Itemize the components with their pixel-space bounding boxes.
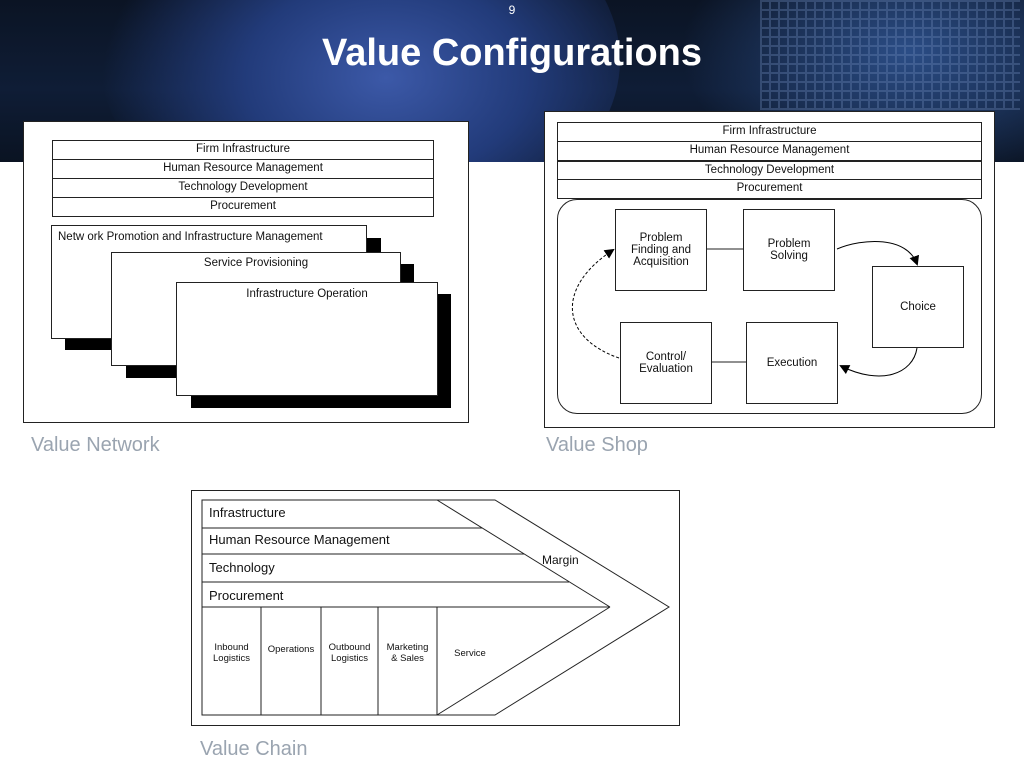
vs-cycle-arrows bbox=[572, 241, 920, 377]
vs-activity-area bbox=[557, 199, 982, 414]
vs-support-row: Procurement bbox=[557, 179, 982, 199]
vc-chevron-outline bbox=[201, 499, 670, 716]
value-network-caption: Value Network bbox=[31, 434, 160, 456]
vn-layer-label: Infrastructure Operation bbox=[246, 288, 368, 300]
vn-layer-label: Service Provisioning bbox=[203, 257, 309, 269]
vc-support-row: Infrastructure bbox=[209, 505, 286, 520]
vs-arrow-control-to-finding bbox=[572, 248, 620, 359]
vn-support-row: Human Resource Management bbox=[52, 159, 434, 179]
vn-support-row: Firm Infrastructure bbox=[52, 140, 434, 160]
slide-title: Value Configurations bbox=[321, 32, 703, 74]
vn-layer-infrastructure-operation: Infrastructure Operation bbox=[176, 282, 438, 396]
vn-support-row: Technology Development bbox=[52, 178, 434, 198]
value-shop-caption: Value Shop bbox=[546, 434, 648, 456]
vs-execution: Execution bbox=[746, 322, 838, 404]
value-shop-panel: Firm Infrastructure Human Resource Manag… bbox=[544, 111, 995, 428]
vc-margin-line-bottom bbox=[436, 606, 611, 716]
vc-support-row: Procurement bbox=[209, 588, 284, 603]
vs-support-row: Human Resource Management bbox=[557, 141, 982, 161]
value-chain-caption: Value Chain bbox=[200, 738, 308, 760]
vc-primary-service: Service bbox=[454, 647, 486, 659]
vc-margin-label: Margin bbox=[542, 553, 579, 567]
value-chain-panel: Infrastructure Human Resource Management… bbox=[191, 490, 680, 726]
vc-primary-operations: Operations bbox=[267, 643, 315, 655]
vs-choice: Choice bbox=[872, 266, 964, 348]
value-network-panel: Firm Infrastructure Human Resource Manag… bbox=[23, 121, 469, 423]
circuit-graphic bbox=[760, 0, 1020, 110]
vs-control-evaluation: Control/ Evaluation bbox=[620, 322, 712, 404]
vc-primary-inbound: Inbound Logistics bbox=[213, 642, 250, 664]
vn-support-row: Procurement bbox=[52, 197, 434, 217]
vc-support-row: Technology bbox=[209, 560, 275, 575]
vc-primary-outbound: Outbound Logistics bbox=[328, 642, 371, 664]
vs-problem-solving: Problem Solving bbox=[743, 209, 835, 291]
vs-arrow-choice-to-execution bbox=[839, 347, 918, 377]
vc-support-row: Human Resource Management bbox=[209, 532, 390, 547]
slide-number: 9 bbox=[508, 3, 516, 17]
vn-layer-label: Netw ork Promotion and Infrastructure Ma… bbox=[58, 231, 323, 243]
vs-arrow-solving-to-choice bbox=[836, 241, 920, 266]
vc-primary-marketing: Marketing & Sales bbox=[386, 642, 429, 664]
vs-problem-finding: Problem Finding and Acquisition bbox=[615, 209, 707, 291]
